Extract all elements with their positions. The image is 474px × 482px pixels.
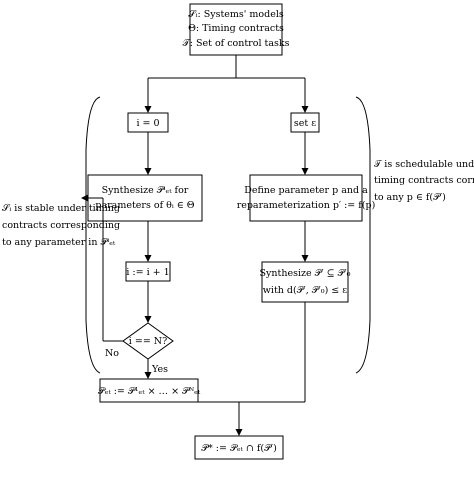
product-box: 𝒫ₑₜ := 𝒫¹ₑₜ × … × 𝒫ᴺₑₜ <box>98 378 201 403</box>
set-eps-box: set ε <box>290 112 320 133</box>
yes-label: Yes <box>151 364 168 375</box>
synthesize-box: Synthesize 𝒫ⁱₑₜ for parameters of θᵢ ∈ Θ <box>87 174 203 222</box>
left-note: 𝒮ᵢ is stable under timing contracts corr… <box>2 203 120 248</box>
right-note: 𝒯 is schedulable under timing contracts … <box>374 159 474 203</box>
inputs-box: 𝒮ᵢ: Systems' models Θ: Timing contracts … <box>182 3 290 56</box>
inputs-line-1: 𝒮ᵢ: Systems' models <box>188 9 284 20</box>
left-brace <box>85 96 101 374</box>
right-note-line-1: 𝒯 is schedulable under <box>374 159 474 170</box>
product-label: 𝒫ₑₜ := 𝒫¹ₑₜ × … × 𝒫ᴺₑₜ <box>98 386 201 397</box>
inputs-line-3: 𝒯: Set of control tasks <box>182 38 289 49</box>
right-note-line-3: to any p ∈ f(𝒫′) <box>374 192 446 203</box>
set-eps-label: set ε <box>294 118 316 129</box>
merge-connector <box>149 302 306 436</box>
init-box: i = 0 <box>127 112 169 133</box>
define-line-2: reparameterization p′ := f(p) <box>237 200 376 211</box>
no-label: No <box>105 348 119 359</box>
define-box: Define parameter p and a reparameterizat… <box>237 174 376 222</box>
define-line-1: Define parameter p and a <box>244 185 368 196</box>
left-note-line-2: contracts corresponding <box>2 220 120 231</box>
decision-diamond: i == N? <box>122 322 174 360</box>
synthesize-line-2: parameters of θᵢ ∈ Θ <box>95 200 194 211</box>
left-note-line-3: to any parameter in 𝒫ⁱₑₜ <box>2 237 116 248</box>
decision-label: i == N? <box>129 336 167 347</box>
right-note-line-2: timing contracts correspond <box>374 175 474 186</box>
right-brace <box>355 96 371 374</box>
increment-label: i := i + 1 <box>126 267 169 278</box>
output-label: 𝒫* := 𝒫ₑₜ ∩ f(𝒫′) <box>201 443 277 454</box>
init-label: i = 0 <box>136 118 159 129</box>
split-connector <box>144 55 309 113</box>
inputs-line-2: Θ: Timing contracts <box>188 23 284 34</box>
increment-box: i := i + 1 <box>125 261 171 282</box>
left-note-line-1: 𝒮ᵢ is stable under timing <box>2 203 120 214</box>
output-box: 𝒫* := 𝒫ₑₜ ∩ f(𝒫′) <box>194 435 284 460</box>
synthesize-reparam-box: Synthesize 𝒫′ ⊆ 𝒫′₀ with d(𝒫′, 𝒫′₀) ≤ ε <box>260 261 351 303</box>
synth-line-2: with d(𝒫′, 𝒫′₀) ≤ ε <box>263 285 347 296</box>
synthesize-line-1: Synthesize 𝒫ⁱₑₜ for <box>102 185 189 196</box>
synth-line-1: Synthesize 𝒫′ ⊆ 𝒫′₀ <box>260 268 351 279</box>
